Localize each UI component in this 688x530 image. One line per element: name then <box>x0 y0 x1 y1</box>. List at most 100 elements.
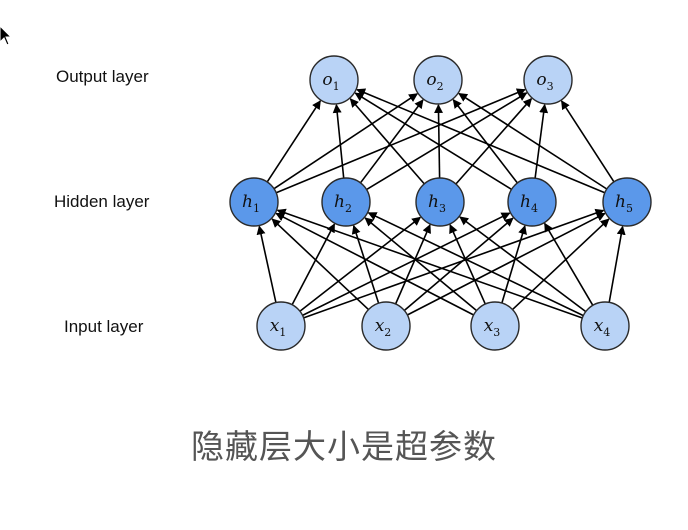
edge-x4-to-1 <box>276 208 583 319</box>
node-label-subscript: 1 <box>333 80 340 93</box>
node-label-base: o <box>426 70 436 90</box>
node-label-subscript: 2 <box>345 202 352 215</box>
hidden-node-circle <box>321 177 371 227</box>
hidden-node-2: h2 <box>321 177 371 227</box>
edge-x1-to-4 <box>302 212 511 317</box>
mouse-cursor-icon <box>0 26 13 46</box>
node-label-base: x <box>484 316 494 336</box>
node-label-base: x <box>270 316 280 336</box>
edge-h4-to-1 <box>354 92 513 191</box>
node-label-base: o <box>536 70 546 90</box>
node-label-subscript: 1 <box>279 326 286 339</box>
node-label-base: h <box>615 192 626 212</box>
edge-h2-to-2 <box>359 99 424 184</box>
edge-x1-to-2 <box>291 223 336 306</box>
hidden-node-label: h1 <box>242 192 260 215</box>
node-label-subscript: 4 <box>531 202 538 215</box>
input-node-label: x3 <box>484 316 501 339</box>
output-node-2: o2 <box>413 55 463 105</box>
edge-h1-to-2 <box>273 93 419 190</box>
edge-h4-to-2 <box>452 99 519 184</box>
edge-h2-to-1 <box>332 103 345 179</box>
edge-h1-to-1 <box>266 100 321 183</box>
node-label-subscript: 2 <box>384 326 391 339</box>
node-label-base: h <box>428 192 439 212</box>
edge-h1-to-3 <box>275 88 526 194</box>
output-layer-label: Output layer <box>56 67 149 86</box>
edge-x1-to-1 <box>256 225 277 303</box>
edges-group <box>256 88 626 319</box>
edge-h5-to-1 <box>356 88 606 194</box>
node-label-base: o <box>322 70 332 90</box>
hidden-node-3: h3 <box>415 177 465 227</box>
output-node-circle <box>413 55 463 105</box>
edge-h5-to-2 <box>458 92 608 190</box>
output-node-label: o2 <box>426 70 443 93</box>
edge-h4-to-3 <box>534 103 549 179</box>
edge-x1-to-3 <box>299 216 422 312</box>
edge-x3-to-3 <box>449 223 487 305</box>
output-node-1: o1 <box>309 55 359 105</box>
caption: 隐藏层大小是超参数 <box>191 427 497 466</box>
node-label-base: h <box>242 192 253 212</box>
edge-x2-to-1 <box>271 218 370 311</box>
hidden-node-1: h1 <box>229 177 279 227</box>
input-node-1: x1 <box>256 301 306 351</box>
input-node-3: x3 <box>470 301 520 351</box>
edge-h2-to-3 <box>366 92 528 191</box>
node-label-base: h <box>334 192 345 212</box>
hidden-node-label: h2 <box>334 192 352 215</box>
edge-x3-to-2 <box>364 217 478 312</box>
input-node-circle <box>470 301 520 351</box>
node-label-subscript: 3 <box>547 80 554 93</box>
input-node-circle <box>256 301 306 351</box>
edge-x4-to-4 <box>544 222 594 306</box>
input-node-4: x4 <box>580 301 630 351</box>
hidden-node-label: h3 <box>428 192 446 215</box>
hidden-layer-label: Hidden layer <box>54 192 150 211</box>
hidden-node-circle <box>229 177 279 227</box>
edge-h3-to-1 <box>349 98 425 185</box>
node-label-base: x <box>375 316 385 336</box>
node-label-subscript: 4 <box>603 326 610 339</box>
input-node-circle <box>580 301 630 351</box>
edge-x4-to-2 <box>367 212 584 317</box>
output-node-circle <box>523 55 573 105</box>
hidden-node-label: h4 <box>520 192 538 215</box>
edge-x3-to-1 <box>275 212 475 316</box>
node-label-base: h <box>520 192 531 212</box>
node-label-subscript: 3 <box>439 202 446 215</box>
node-label-subscript: 5 <box>626 202 633 215</box>
output-node-circle <box>309 55 359 105</box>
input-node-label: x4 <box>594 316 611 339</box>
edge-x4-to-3 <box>459 216 587 313</box>
node-label-subscript: 1 <box>253 202 260 215</box>
input-node-2: x2 <box>361 301 411 351</box>
hidden-node-5: h5 <box>602 177 652 227</box>
output-node-3: o3 <box>523 55 573 105</box>
output-node-label: o3 <box>536 70 553 93</box>
output-node-label: o1 <box>322 70 339 93</box>
input-node-label: x2 <box>375 316 392 339</box>
input-layer-label: Input layer <box>64 317 144 336</box>
hidden-node-circle <box>602 177 652 227</box>
edge-x3-to-5 <box>511 218 610 311</box>
edge-x2-to-5 <box>406 212 606 316</box>
hidden-node-4: h4 <box>507 177 557 227</box>
node-label-subscript: 2 <box>437 80 444 93</box>
node-label-base: x <box>594 316 604 336</box>
input-node-label: x1 <box>270 316 287 339</box>
hidden-node-circle <box>415 177 465 227</box>
edge-x2-to-4 <box>403 217 514 312</box>
hidden-node-circle <box>507 177 557 227</box>
edge-x1-to-5 <box>303 208 605 319</box>
edge-x4-to-5 <box>608 225 626 303</box>
edge-h3-to-2 <box>434 104 444 179</box>
hidden-node-label: h5 <box>615 192 633 215</box>
edge-h3-to-3 <box>455 97 533 185</box>
input-node-circle <box>361 301 411 351</box>
edge-h5-to-3 <box>560 100 615 183</box>
